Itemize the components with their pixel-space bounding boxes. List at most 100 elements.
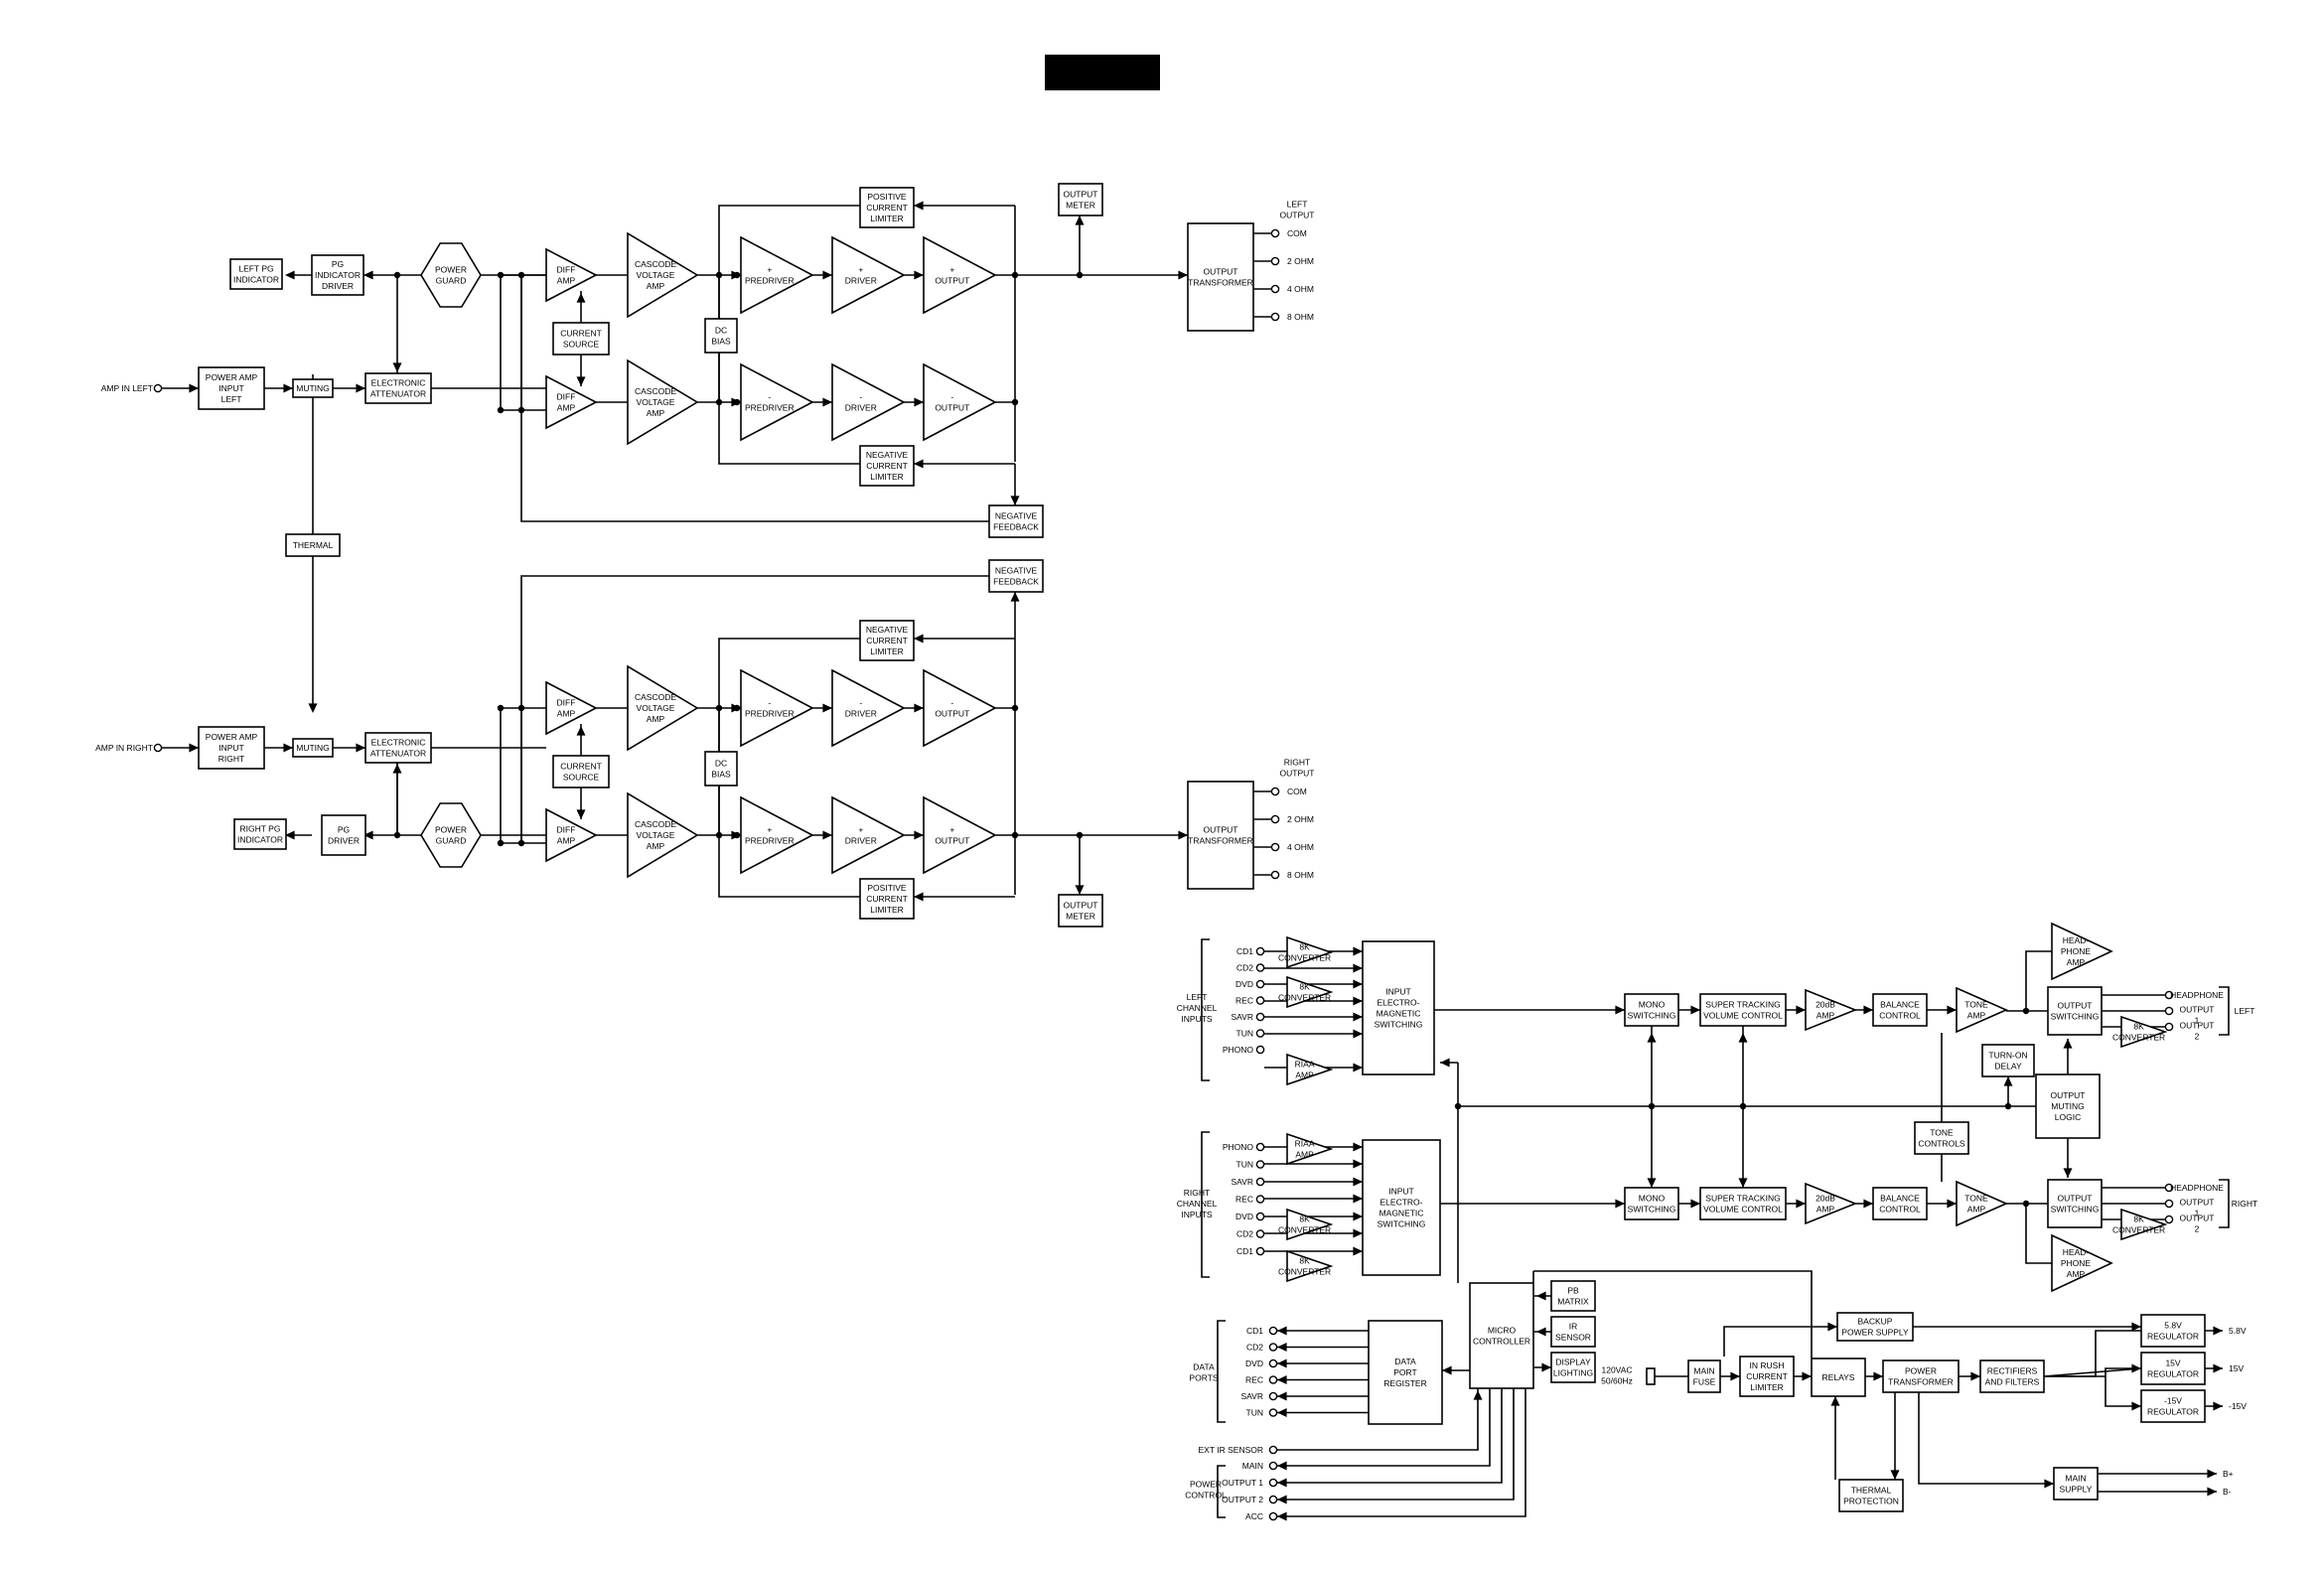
arrowhead [2063, 1039, 2073, 1049]
junction-dot [2022, 1007, 2030, 1015]
arrowhead [914, 830, 924, 840]
arrowhead [1863, 1005, 1873, 1015]
arrowhead [1075, 215, 1085, 225]
thermal-protection [1838, 1479, 1904, 1512]
data-port-label: CD1 [1246, 1326, 1263, 1336]
terminal [1268, 1461, 1278, 1471]
arrowhead [1353, 1012, 1363, 1022]
terminal [1268, 1478, 1278, 1488]
wire [2025, 1204, 2052, 1264]
output-row1-label: -OUTPUT [935, 698, 969, 719]
output-row2-label: -OUTPUT [935, 392, 969, 413]
input-label: TUN [1236, 1029, 1253, 1039]
terminal [2164, 1006, 2174, 1016]
output-transformer [1187, 781, 1254, 890]
negative-feedback [988, 559, 1044, 593]
cascode-voltage-amp-bottom [627, 358, 699, 446]
wire [718, 786, 860, 898]
regulator [2140, 1352, 2206, 1385]
mono-switching [1624, 1187, 1679, 1220]
blocks [153, 55, 2206, 1521]
muting-block [292, 738, 334, 758]
arrowhead [1970, 1371, 1980, 1381]
input-switching-left [1362, 940, 1435, 1075]
wire [2105, 1376, 2141, 1407]
driver-row1 [831, 235, 906, 315]
power-amp-input [198, 366, 265, 410]
converter-out [2120, 1015, 2168, 1049]
terminal [1268, 1408, 1278, 1417]
output-row1 [923, 235, 997, 315]
arrowhead [1947, 1199, 1957, 1209]
predriver-row2 [740, 795, 814, 875]
terminal [1270, 228, 1280, 238]
output-row1-label: +OUTPUT [935, 265, 969, 286]
terminal [153, 383, 163, 393]
output-label: HEADPHONE [2170, 990, 2224, 1000]
output-transformer [1187, 222, 1254, 332]
current-limiter-top [859, 620, 915, 661]
predriver-row2 [740, 362, 814, 442]
terminal [1255, 1160, 1265, 1169]
output-row2-label: +OUTPUT [935, 825, 969, 846]
tap-label: 4 OHM [1287, 284, 1314, 294]
output-meter [1058, 894, 1103, 928]
arrowhead [2213, 1363, 2223, 1373]
terminal [1268, 1326, 1278, 1336]
volume-control [1699, 1187, 1787, 1220]
driver-row1-label: +DRIVER [845, 265, 877, 286]
arrowhead [1796, 1005, 1806, 1015]
predriver-row2-label: -PREDRIVER [745, 392, 795, 413]
arrowhead [1353, 979, 1363, 989]
input-label: CD2 [1236, 1229, 1253, 1239]
arrowhead [1277, 1478, 1287, 1488]
arrowhead [1796, 1199, 1806, 1209]
amp-input-label: AMP IN LEFT [101, 383, 153, 393]
cascode-voltage-amp-top [627, 664, 699, 752]
backup-power-supply [1836, 1312, 1914, 1342]
arrowhead [822, 397, 832, 407]
power-control-label: ACC [1245, 1511, 1263, 1521]
tap-label: 4 OHM [1287, 842, 1314, 852]
arrowhead [1353, 1063, 1363, 1072]
arrowhead [1536, 1291, 1546, 1301]
balance-control [1872, 1187, 1928, 1220]
junction-dot [1739, 1102, 1747, 1110]
output-switching [2047, 986, 2103, 1036]
input-label: CD1 [1236, 946, 1253, 956]
arrowhead [1277, 1495, 1287, 1504]
thermal-block-label: THERMAL [293, 540, 334, 550]
driver-row2 [831, 362, 906, 442]
wire [1277, 1388, 1515, 1501]
terminal [1270, 870, 1280, 880]
mains-plug [1646, 1367, 1656, 1385]
terminal [1270, 814, 1280, 824]
wire [1201, 938, 1210, 1081]
cascode-voltage-amp-top [627, 231, 699, 319]
arrowhead [1730, 1371, 1740, 1381]
driver-row1-label: -DRIVER [845, 698, 877, 719]
wire [2044, 1330, 2141, 1377]
diff-amp-top [545, 247, 598, 303]
terminal [1268, 1495, 1278, 1504]
pg-indicator [233, 818, 287, 850]
arrowhead [1353, 1177, 1363, 1187]
